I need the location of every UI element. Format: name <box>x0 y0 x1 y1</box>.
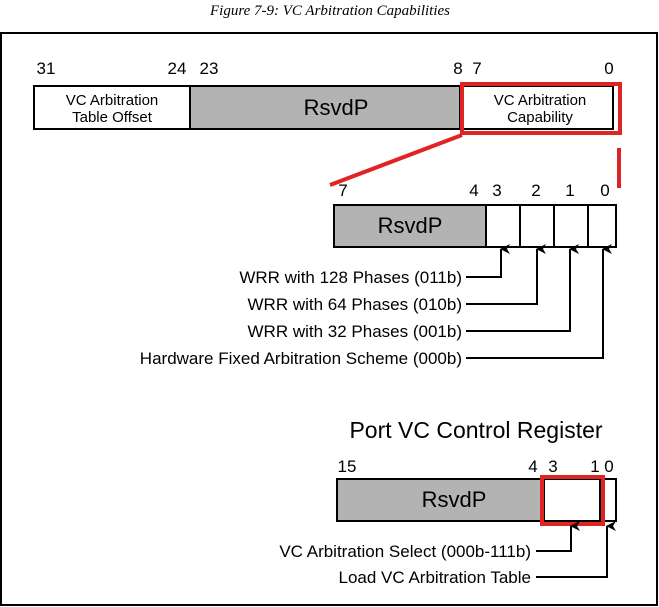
callout-load-table: Load VC Arbitration Table <box>339 568 531 587</box>
callout-arrow <box>536 521 580 552</box>
callout-arrow <box>466 244 579 332</box>
callout-arb-select: VC Arbitration Select (000b-111b) <box>279 542 531 561</box>
bit-label: 0 <box>600 181 609 200</box>
register-title: Port VC Control Register <box>349 417 602 443</box>
callout-arrow <box>466 244 510 278</box>
callout-wrr-64: WRR with 64 Phases (010b) <box>248 295 462 314</box>
bit-cell-2 <box>519 204 555 248</box>
field-arb-select <box>543 478 601 522</box>
bit-label: 3 <box>492 181 501 200</box>
bit-label: 0 <box>604 457 613 476</box>
bit-label: 7 <box>472 59 481 78</box>
capability-highlight <box>460 82 622 135</box>
bit-label: 24 <box>168 59 187 78</box>
callout-arrow <box>466 244 612 359</box>
callout-arrow <box>466 244 546 305</box>
figure-caption: Figure 7-9: VC Arbitration Capabilities <box>209 3 450 19</box>
bit-label: 3 <box>548 457 557 476</box>
field-capability-label-1: VC Arbitration <box>494 92 587 109</box>
capability-detail: 7 4 3 2 1 0 RsvdP WRR with 128 Phases (0… <box>140 181 617 368</box>
field-reserved <box>189 85 461 130</box>
register-top: 31 24 23 8 7 0 VC Arbitration Table Offs… <box>33 59 622 135</box>
callout-wrr-32: WRR with 32 Phases (001b) <box>248 322 462 341</box>
callout-hw-fixed: Hardware Fixed Arbitration Scheme (000b) <box>140 349 462 368</box>
field-reserved-label: RsvdP <box>304 95 369 120</box>
zoom-line-left <box>329 133 463 187</box>
field-table-offset-label-2: Table Offset <box>72 109 153 126</box>
bit-label: 2 <box>531 181 540 200</box>
field-reserved <box>336 478 545 522</box>
bit-label: 31 <box>37 59 56 78</box>
field-reserved-label: RsvdP <box>422 487 487 512</box>
field-table-offset-label-1: VC Arbitration <box>66 92 159 109</box>
bit-label: 23 <box>200 59 219 78</box>
bit-label: 7 <box>338 181 347 200</box>
bit-label: 1 <box>590 457 599 476</box>
callout-arrow <box>536 521 616 578</box>
bit-cell-1 <box>553 204 589 248</box>
callout-wrr-128: WRR with 128 Phases (011b) <box>239 268 462 287</box>
bit-label: 4 <box>469 181 478 200</box>
bit-label: 15 <box>338 457 357 476</box>
figure-frame <box>0 32 658 606</box>
field-reserved-label: RsvdP <box>378 213 443 238</box>
field-table-offset <box>33 85 191 130</box>
bit-label: 4 <box>528 457 537 476</box>
bit-label: 1 <box>565 181 574 200</box>
port-vc-control-register: Port VC Control Register 15 4 3 1 0 Rsvd… <box>279 417 617 587</box>
bit-cell-3 <box>485 204 521 248</box>
bit-label: 8 <box>453 59 462 78</box>
bit-cell-0 <box>587 204 617 248</box>
bit-label: 0 <box>604 59 613 78</box>
field-capability-label-2: Capability <box>507 109 573 126</box>
